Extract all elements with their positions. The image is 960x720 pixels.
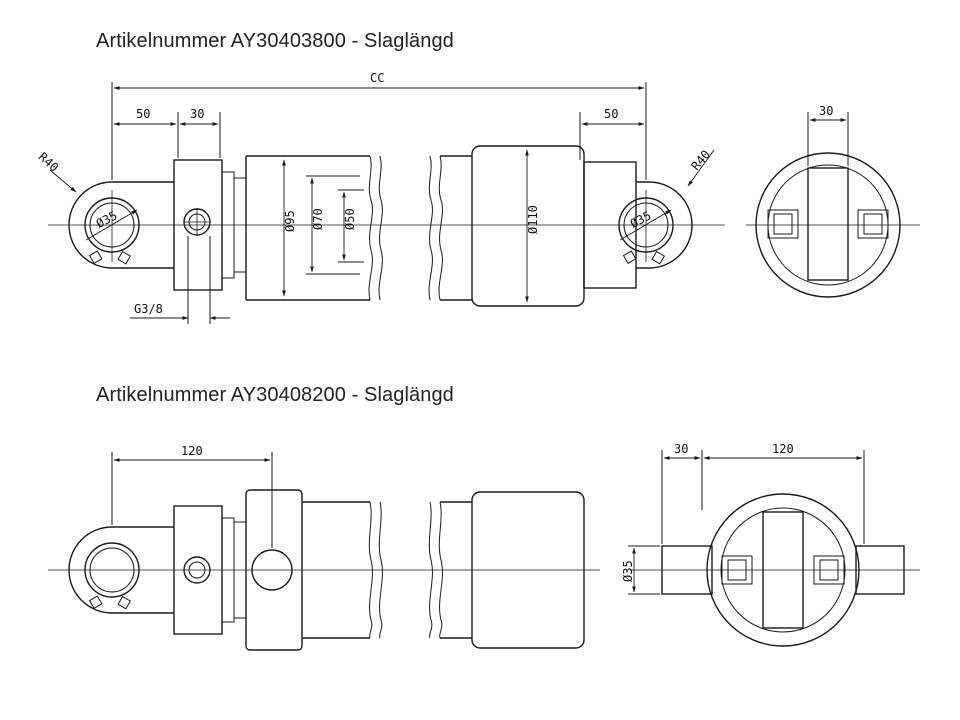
- drawing2-title: Artikelnummer AY30408200 - Slaglängd: [96, 384, 454, 406]
- end-view-dim-30: 30: [819, 104, 833, 118]
- end-view-dim-dia: Ø35: [621, 560, 635, 582]
- piston-collar: [471, 491, 585, 649]
- drawing1-title: Artikelnummer AY30403800 - Slaglängd: [96, 30, 454, 52]
- cylinder-tube: [245, 155, 370, 301]
- dim-dia-95: Ø95: [283, 210, 297, 232]
- drawing1-end-view: 30: [746, 104, 920, 298]
- left-radius: R40: [36, 150, 61, 175]
- end-view-outer-ring: [706, 493, 860, 647]
- dim-cc: CC: [370, 71, 384, 85]
- trunnion-pin: [251, 549, 293, 591]
- dim-dia-50: Ø50: [343, 208, 357, 230]
- drawing2-end-view: 30 120 Ø35: [621, 442, 920, 647]
- dim-left-30: 30: [190, 107, 204, 121]
- right-eye-outline: [636, 181, 693, 269]
- end-view-dim-120: 120: [772, 442, 794, 456]
- left-eye-diameter: Ø35: [94, 208, 120, 231]
- end-view-outer-ring: [755, 152, 901, 298]
- trunnion-right: [855, 545, 905, 595]
- end-view-lug: [762, 511, 804, 629]
- dim-right-50: 50: [604, 107, 618, 121]
- end-view-lug: [807, 167, 849, 281]
- drawing2-side-view: 120: [48, 444, 600, 651]
- trunnion-left: [661, 545, 713, 595]
- dim-120: 120: [181, 444, 203, 458]
- dim-left-50: 50: [136, 107, 150, 121]
- dim-dia-70: Ø70: [311, 208, 325, 230]
- left-eye-outline: [68, 526, 174, 614]
- left-eye-outline: [68, 181, 174, 269]
- end-view-dim-30: 30: [674, 442, 688, 456]
- right-radius: R40: [688, 147, 713, 173]
- drawing1-side-view: Ø35 R40 Ø35 R40 Ø95: [36, 71, 725, 324]
- trunnion-block: [245, 489, 303, 651]
- dim-dia-110: Ø110: [526, 205, 540, 234]
- cap-end-block: [583, 161, 637, 289]
- right-eye-diameter: Ø35: [628, 208, 654, 231]
- dim-port-g38: G3/8: [134, 302, 163, 316]
- port: [183, 556, 211, 584]
